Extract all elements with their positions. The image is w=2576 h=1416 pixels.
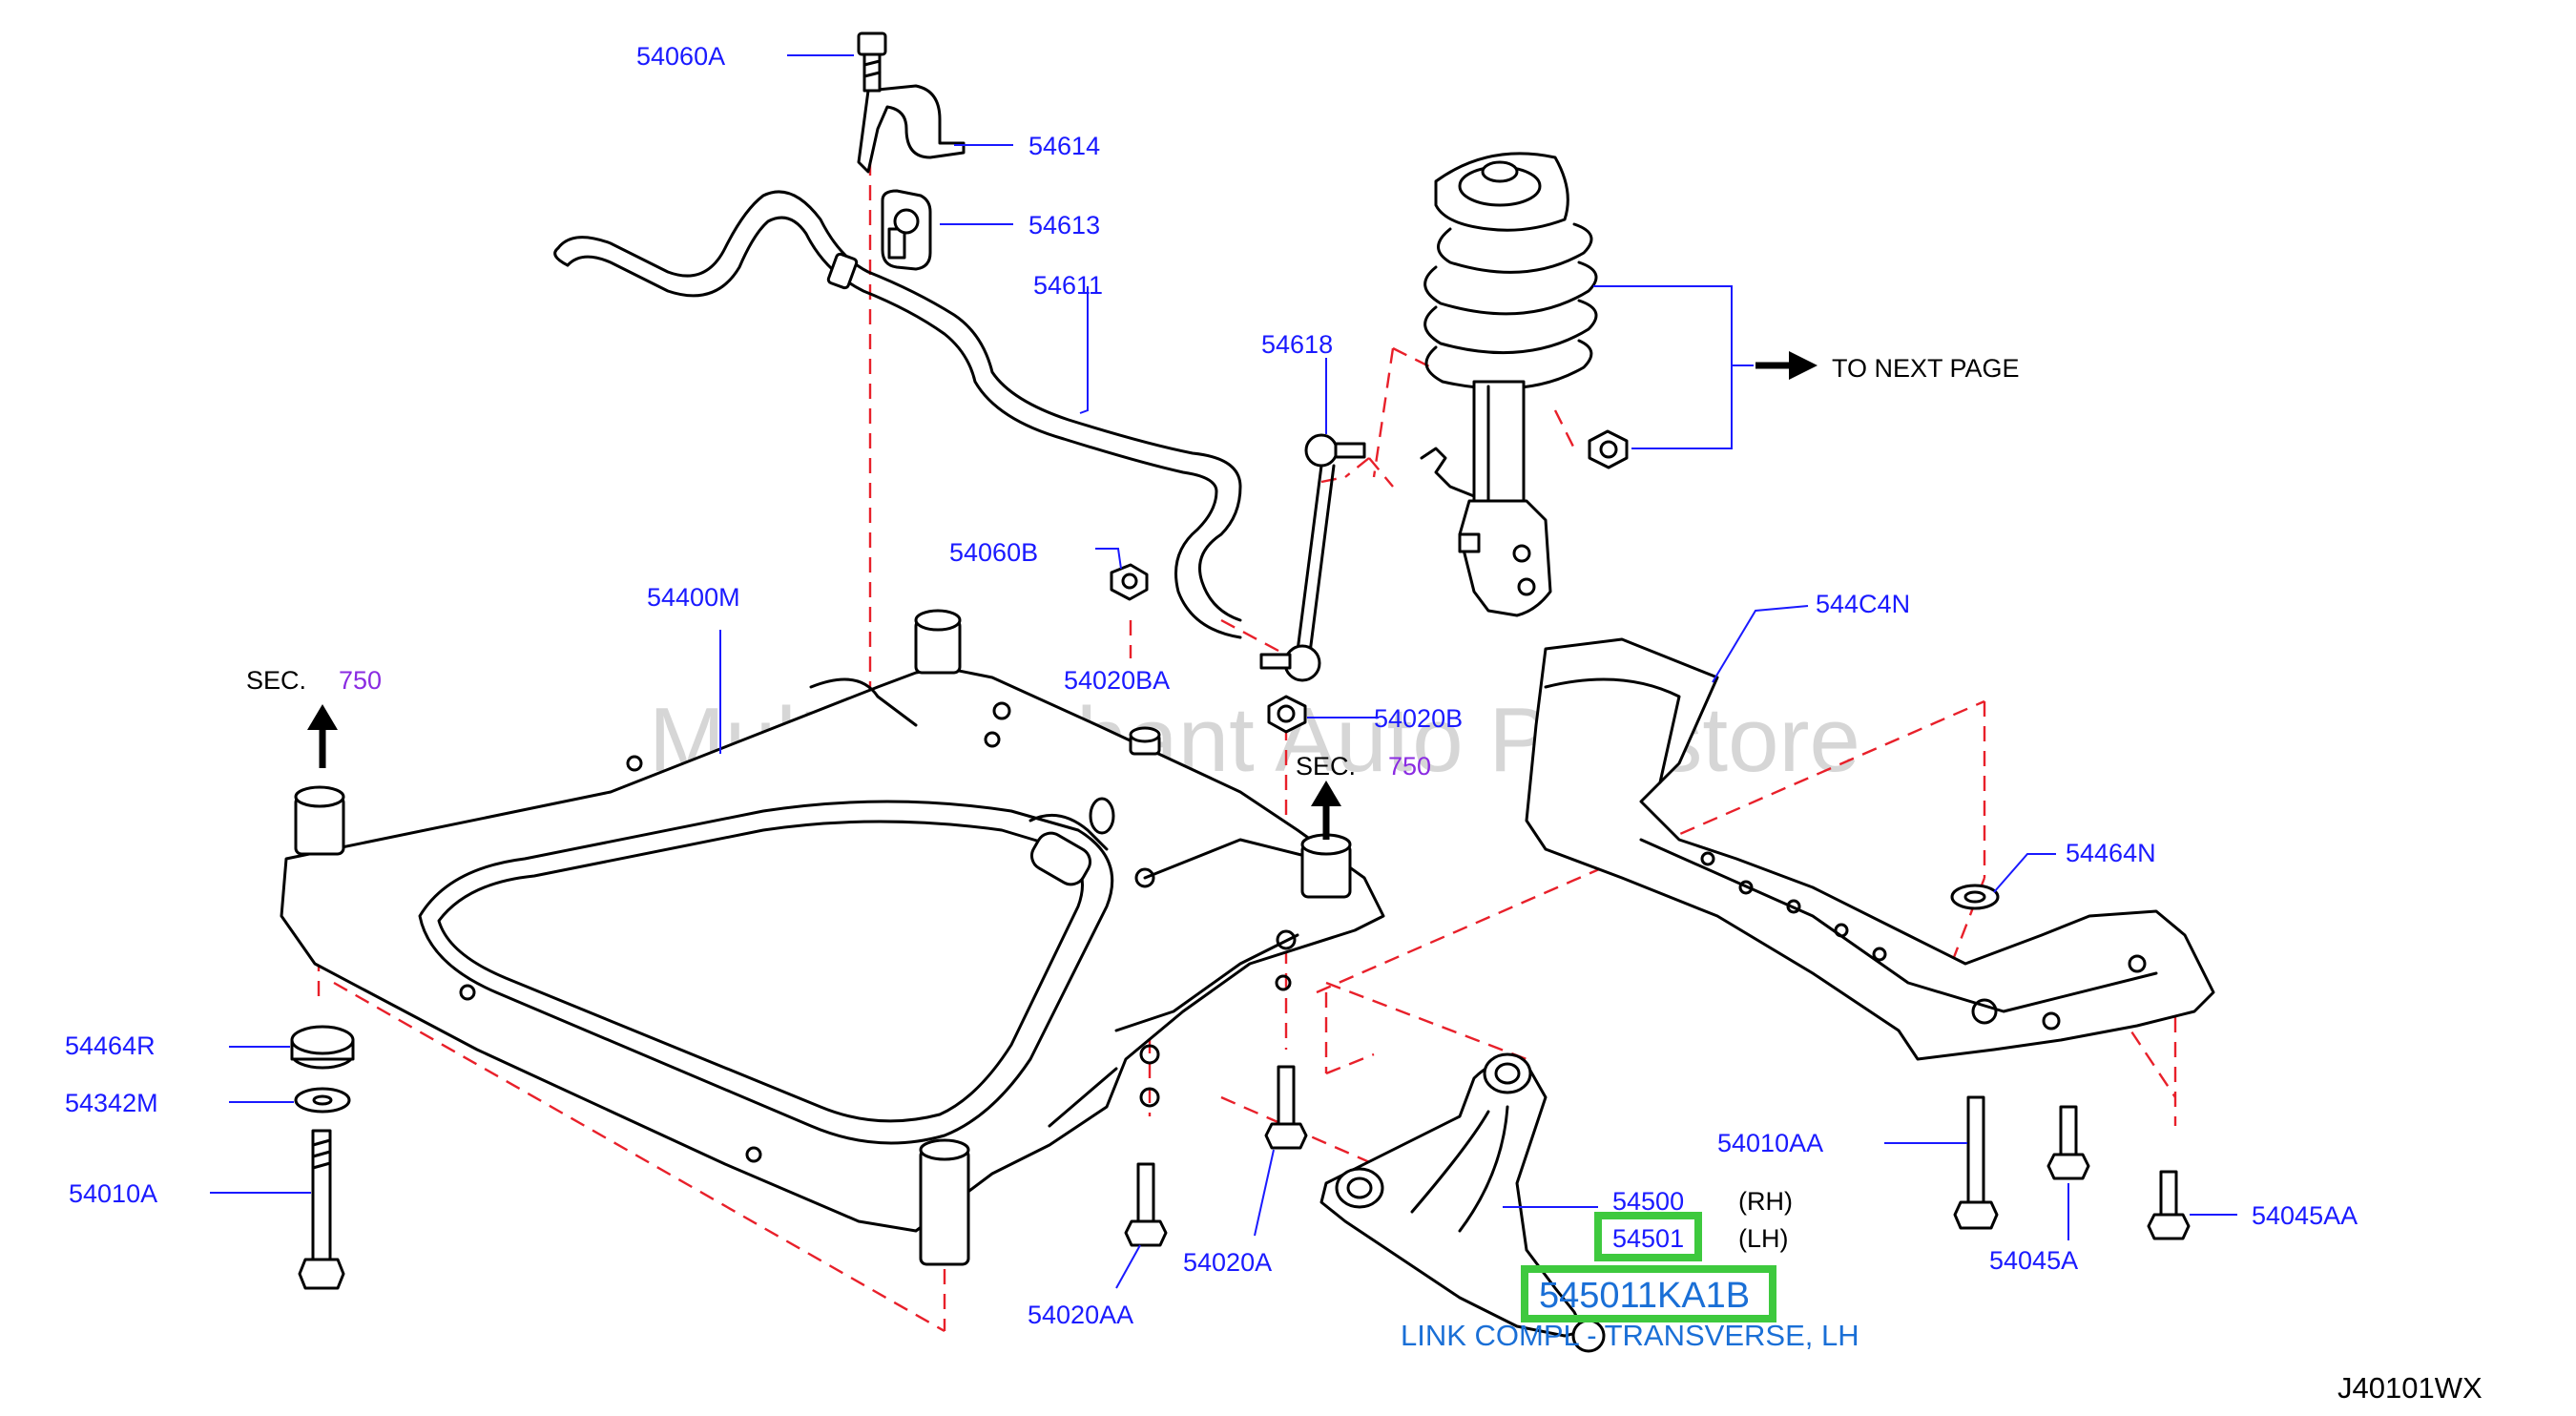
label-54613[interactable]: 54613 [1028, 211, 1100, 239]
bolt-54020AA [1124, 1162, 1168, 1247]
sec-prefix-left: SEC. [246, 666, 306, 695]
label-54010AA[interactable]: 54010AA [1717, 1129, 1823, 1157]
diagram-code: J40101WX [2337, 1371, 2483, 1405]
nut-strut [1588, 429, 1629, 469]
washer-54464N [1950, 884, 2000, 910]
label-54020A[interactable]: 54020A [1183, 1248, 1272, 1277]
part-labels: 54060A 54614 54613 54611 54618 54060B 54… [65, 42, 2358, 1329]
label-54020BA[interactable]: 54020BA [1064, 666, 1170, 695]
bolt-54010A [298, 1129, 345, 1290]
leader-lines [210, 54, 2237, 1289]
bushing-54020BA [1129, 726, 1161, 756]
stabilizer-link [1259, 433, 1366, 682]
sec-number-right[interactable]: 750 [1388, 752, 1431, 781]
label-54020AA[interactable]: 54020AA [1028, 1301, 1133, 1329]
label-rh: (RH) [1738, 1187, 1793, 1216]
crossmember-mount-front-right [919, 1138, 970, 1266]
label-544C4N[interactable]: 544C4N [1816, 590, 1910, 618]
highlight-box-54501 [1594, 1212, 1702, 1261]
label-54618[interactable]: 54618 [1261, 330, 1333, 359]
to-next-page-label[interactable]: TO NEXT PAGE [1832, 354, 2020, 383]
crossmember-mount-rear-right [1300, 833, 1352, 899]
label-54342M[interactable]: 54342M [65, 1089, 158, 1117]
crossmember-mount-front-left [294, 785, 345, 856]
arrow-right-next-page [1755, 351, 1818, 380]
label-54501[interactable]: 54501 [1612, 1224, 1684, 1253]
label-54060A[interactable]: 54060A [636, 42, 725, 71]
label-54020B[interactable]: 54020B [1374, 704, 1463, 733]
highlight-box-part-number [1521, 1265, 1776, 1322]
label-54614[interactable]: 54614 [1028, 132, 1100, 160]
label-54464R[interactable]: 54464R [65, 1031, 156, 1060]
highlight-caption: LINK COMPL - TRANSVERSE, LH [1401, 1319, 1859, 1352]
insulator-54464R [290, 1025, 355, 1070]
label-54045A[interactable]: 54045A [1989, 1246, 2078, 1275]
label-54464N[interactable]: 54464N [2066, 839, 2156, 867]
transverse-link [1319, 1052, 1606, 1353]
sec-number-left[interactable]: 750 [339, 666, 382, 695]
strut-assembly [1420, 152, 1598, 617]
bolt-54010AA [1953, 1095, 1999, 1230]
highlight-part-number[interactable]: 545011KA1B [1539, 1276, 1750, 1316]
bolt-54045A [2046, 1105, 2090, 1180]
highlighted-part: 545011KA1B LINK COMPL - TRANSVERSE, LH [1401, 1265, 1859, 1352]
label-54400M[interactable]: 54400M [647, 583, 740, 612]
bolt-54045AA [2147, 1170, 2191, 1240]
label-54500[interactable]: 54500 [1612, 1187, 1684, 1216]
label-lh: (LH) [1738, 1224, 1789, 1253]
label-54611[interactable]: 54611 [1033, 271, 1103, 300]
washer-54342M [294, 1087, 351, 1114]
nut-54060B [1110, 563, 1149, 601]
stabilizer-bar [553, 190, 1242, 639]
label-54060B[interactable]: 54060B [949, 538, 1038, 567]
sec-prefix-right: SEC. [1296, 752, 1356, 781]
member-544C4N [1525, 637, 2215, 1061]
label-54010A[interactable]: 54010A [69, 1179, 157, 1208]
stabilizer-bushing [881, 189, 932, 271]
front-crossmember [280, 666, 1385, 1233]
arrow-up-sec-right [1311, 781, 1341, 840]
crossmember-mount-rear-left [914, 609, 962, 675]
arrow-up-sec-left [307, 704, 338, 768]
label-54045AA[interactable]: 54045AA [2252, 1201, 2358, 1230]
bolt-54020A [1264, 1065, 1308, 1150]
section-refs: SEC. 750 SEC. 750 [246, 666, 1431, 781]
stabilizer-bracket [857, 84, 966, 174]
nut-54020B [1267, 695, 1307, 734]
bolt-54060A [857, 31, 887, 93]
